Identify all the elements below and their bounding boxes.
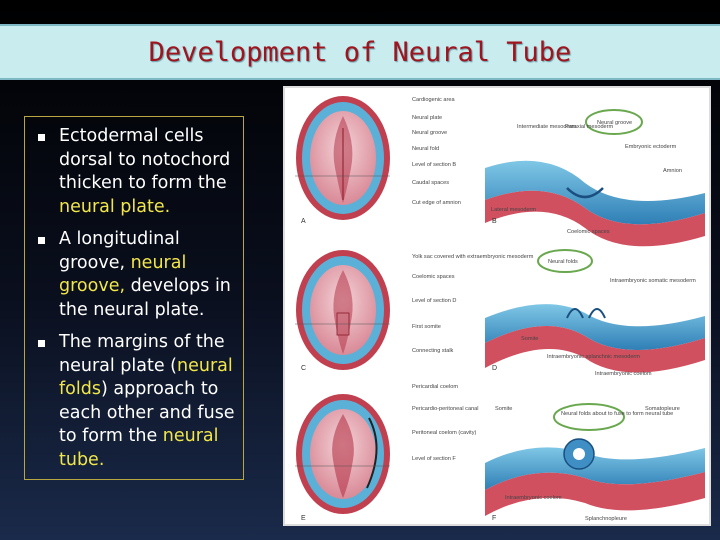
bullet-text: ) approach to each other and fuse to for… xyxy=(59,379,235,446)
title-bar: Development of Neural Tube xyxy=(0,24,720,80)
figure-label: Cut edge of amnion xyxy=(412,200,461,206)
figure-label: Coelomic spaces xyxy=(412,274,455,280)
highlight-term: neural folds xyxy=(59,355,233,400)
bullet-square-icon xyxy=(38,237,45,244)
embryo-figure: A B C D E F Cardiogenic area Neural plat… xyxy=(283,86,711,526)
panel-letter-b: B xyxy=(492,218,497,225)
highlight-term: neural tube. xyxy=(59,426,219,470)
bullet-text: develops in the neural plate. xyxy=(59,276,231,320)
labels-d: Neural folds Intraembryonic somatic meso… xyxy=(521,259,696,377)
labels-e: Pericardial coelom Pericardio-peritoneal… xyxy=(412,384,479,462)
figure-label: Neural plate xyxy=(412,115,442,121)
figure-label: Intraembryonic somatic mesoderm xyxy=(610,278,696,284)
figure-label: Somite xyxy=(495,406,512,412)
bullet-square-icon xyxy=(38,134,45,141)
figure-label: Intermediate mesoderm xyxy=(517,124,576,130)
bullet-square-icon xyxy=(38,340,45,347)
figure-label: First somite xyxy=(412,324,441,330)
bullet-text: A longitudinal groove, xyxy=(59,229,180,273)
page-title: Development of Neural Tube xyxy=(148,36,572,68)
figure-label: Neural groove xyxy=(597,120,632,126)
figure-label: Neural fold xyxy=(412,146,439,152)
figure-label: Splanchnopleure xyxy=(585,516,627,522)
labels-b: Intermediate mesoderm Paraxial mesoderm … xyxy=(491,120,682,235)
figure-label: Level of section D xyxy=(412,298,456,304)
panel-a-embryo xyxy=(295,96,390,220)
bullet-list: Ectodermal cells dorsal to notochord thi… xyxy=(33,125,239,472)
figure-label: Peritoneal coelom (cavity) xyxy=(412,430,476,436)
panel-letter-f: F xyxy=(492,515,496,522)
bullet-text: The margins of the neural plate ( xyxy=(59,332,225,376)
figure-label: Embryonic ectoderm xyxy=(625,144,677,150)
bullet-item: A longitudinal groove, neural groove, de… xyxy=(33,228,239,322)
panel-letter-a: A xyxy=(301,218,306,225)
figure-label: Amnion xyxy=(663,168,682,174)
figure-label: Pericardio-peritoneal canal xyxy=(412,406,479,412)
labels-f: Somite Neural folds about to fuse to for… xyxy=(495,406,680,522)
panel-e-embryo xyxy=(295,394,390,514)
panel-letter-d: D xyxy=(492,365,497,372)
neural-tube-diagram: A B C D E F Cardiogenic area Neural plat… xyxy=(295,96,705,522)
panel-letter-e: E xyxy=(301,515,306,522)
panel-d-section xyxy=(485,249,705,373)
bullet-text: Ectodermal cells dorsal to notochord thi… xyxy=(59,126,231,193)
panel-b-section xyxy=(485,109,705,247)
panel-letter-c: C xyxy=(301,365,306,372)
figure-label: Cardiogenic area xyxy=(412,97,455,103)
figure-label: Intraembryonic coelom xyxy=(595,371,652,377)
bullet-item: The margins of the neural plate (neural … xyxy=(33,331,239,472)
figure-label: Connecting stalk xyxy=(412,348,454,354)
figure-label: Neural folds about to fuse to form neura… xyxy=(561,411,673,417)
figure-label: Somite xyxy=(521,336,538,342)
figure-label: Intraembryonic coelom xyxy=(505,495,562,501)
panel-c-embryo xyxy=(295,250,390,370)
labels-c: Yolk sac covered with extraembryonic mes… xyxy=(412,254,534,354)
highlight-term: neural groove, xyxy=(59,252,187,297)
highlight-term: neural plate. xyxy=(59,196,171,217)
figure-label: Coelomic spaces xyxy=(567,229,610,235)
figure-label: Level of section B xyxy=(412,162,456,168)
figure-label: Pericardial coelom xyxy=(412,384,458,390)
figure-label: Lateral mesoderm xyxy=(491,207,536,213)
panel-f-section xyxy=(485,403,705,516)
figure-label: Paraxial mesoderm xyxy=(565,124,614,130)
figure-label: Neural groove xyxy=(412,130,447,136)
bullet-text-box: Ectodermal cells dorsal to notochord thi… xyxy=(24,116,244,480)
figure-label: Somatopleure xyxy=(645,406,680,412)
figure-label: Level of section F xyxy=(412,456,456,462)
labels-a: Cardiogenic area Neural plate Neural gro… xyxy=(412,97,461,206)
figure-label: Intraembryonic splanchnic mesoderm xyxy=(547,354,640,360)
bullet-item: Ectodermal cells dorsal to notochord thi… xyxy=(33,125,239,219)
figure-label: Yolk sac covered with extraembryonic mes… xyxy=(412,254,534,260)
figure-label: Caudal spaces xyxy=(412,180,449,186)
figure-label: Neural folds xyxy=(548,259,578,265)
